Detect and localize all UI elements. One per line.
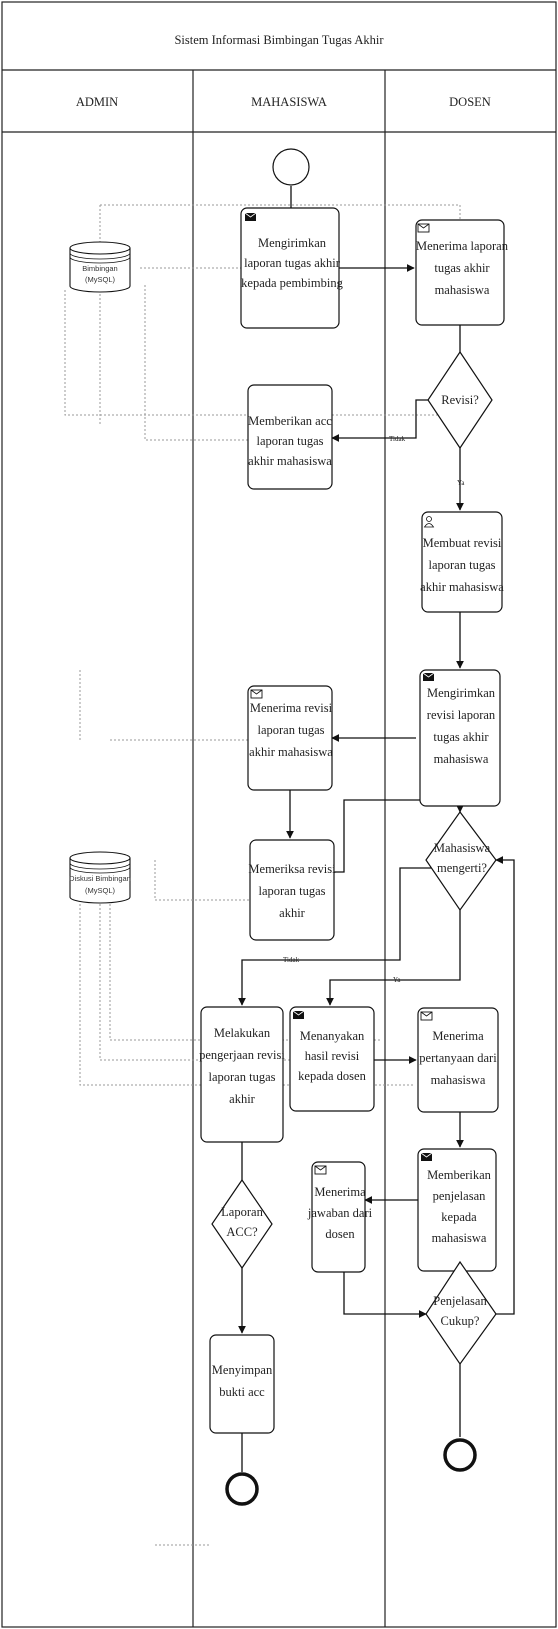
database-diskusi-label-2: (MySQL) xyxy=(85,886,116,895)
task-label-menerima-laporan-line-2: tugas akhir xyxy=(434,261,490,275)
database-diskusi-label-1: Diskusi Bimbingan xyxy=(69,874,131,883)
task-label-melakukan-pengerjaan-line-1: Melakukan xyxy=(214,1026,271,1040)
task-label-mengirimkan-laporan-line-3: kepada pembimbing xyxy=(241,276,343,290)
task-mengirimkan-revisi xyxy=(419,669,501,807)
task-menerima-jawaban xyxy=(311,1161,366,1273)
send-envelope-icon xyxy=(420,1152,433,1161)
task-menerima-laporan xyxy=(415,219,505,326)
task-label-membuat-revisi-line-3: akhir mahasiswa xyxy=(420,580,504,594)
end-event-dosen xyxy=(443,1438,477,1472)
task-label-menanyakan-hasil-line-1: Menanyakan xyxy=(300,1029,365,1043)
edge-label-ya-2: Ya xyxy=(393,976,401,984)
task-label-memberikan-acc-line-3: akhir mahasiswa xyxy=(248,454,332,468)
task-membuat-revisi xyxy=(421,511,503,613)
receive-envelope-icon xyxy=(420,1011,433,1021)
task-label-menerima-revisi-line-2: laporan tugas xyxy=(258,723,325,737)
task-label-memeriksa-revisi-line-3: akhir xyxy=(279,906,306,920)
end-event-mahasiswa xyxy=(225,1472,259,1506)
gateway-laporan-acc xyxy=(211,1178,273,1270)
database-diskusi-bimbingan: Diskusi Bimbingan (MySQL) xyxy=(69,851,131,904)
task-label-menerima-jawaban-line-2: jawaban dari xyxy=(307,1206,373,1220)
task-label-menanyakan-hasil-line-2: hasil revisi xyxy=(305,1049,360,1063)
task-label-menyimpan-bukti-line-1: Menyimpan xyxy=(212,1363,273,1377)
task-label-memeriksa-revisi-line-2: laporan tugas xyxy=(259,884,326,898)
database-bimbingan-label-2: (MySQL) xyxy=(85,275,116,284)
task-label-memberikan-penjelasan-line-4: mahasiswa xyxy=(432,1231,487,1245)
task-label-memeriksa-revisi-line-1: Memeriksa revisi xyxy=(248,862,336,876)
send-envelope-icon xyxy=(244,212,257,221)
task-label-mengirimkan-revisi-line-4: mahasiswa xyxy=(434,752,489,766)
task-icons xyxy=(244,212,435,1175)
edge-label-tidak-2: Tidak xyxy=(283,956,300,964)
task-label-memberikan-penjelasan-line-2: penjelasan xyxy=(433,1189,487,1203)
node-labels: Mengirimkan laporan tugas akhir kepada pem… xyxy=(199,236,509,1399)
task-mengirimkan-laporan xyxy=(240,207,340,329)
gateway-revisi xyxy=(427,350,493,450)
gateway-label-laporan-acc-line-2: ACC? xyxy=(226,1225,258,1239)
task-menanyakan-hasil xyxy=(289,1006,375,1112)
user-icon xyxy=(423,516,435,528)
send-envelope-icon xyxy=(292,1010,305,1019)
task-label-mengirimkan-revisi-line-1: Mengirimkan xyxy=(427,686,496,700)
task-label-memberikan-acc-line-1: Memberikan acc xyxy=(248,414,332,428)
gateway-label-mahasiswa-mengerti-line-2: mengerti? xyxy=(437,861,487,875)
task-label-mengirimkan-laporan-line-1: Mengirimkan xyxy=(258,236,327,250)
edge-label-tidak-1: Tidak xyxy=(389,435,406,443)
task-label-menerima-pertanyaan-line-1: Menerima xyxy=(432,1029,484,1043)
lane-dosen-label: DOSEN xyxy=(449,95,491,109)
task-label-mengirimkan-laporan-line-2: laporan tugas akhir xyxy=(244,256,341,270)
task-label-menerima-jawaban-line-1: Menerima xyxy=(314,1185,366,1199)
task-label-menyimpan-bukti-line-2: bukti acc xyxy=(219,1385,265,1399)
task-label-menerima-pertanyaan-line-3: mahasiswa xyxy=(431,1073,486,1087)
task-menyimpan-bukti xyxy=(209,1334,275,1434)
task-label-menerima-laporan-line-1: Menerima laporan xyxy=(416,239,509,253)
task-label-menanyakan-hasil-line-3: kepada dosen xyxy=(298,1069,366,1083)
lane-mahasiswa-label: MAHASISWA xyxy=(251,95,327,109)
gateway-label-laporan-acc-line-1: Laporan xyxy=(221,1205,263,1219)
task-menerima-pertanyaan xyxy=(417,1007,499,1113)
pool-title: Sistem Informasi Bimbingan Tugas Akhir xyxy=(174,33,384,47)
gateway-label-penjelasan-cukup-line-2: Cukup? xyxy=(441,1314,480,1328)
receive-envelope-icon xyxy=(417,223,430,233)
task-label-menerima-pertanyaan-line-2: pertanyaan dari xyxy=(419,1051,497,1065)
task-memberikan-acc xyxy=(247,384,333,490)
gateways xyxy=(211,350,497,1366)
database-bimbingan: Bimbingan (MySQL) xyxy=(69,241,131,293)
task-label-memberikan-acc-line-2: laporan tugas xyxy=(257,434,324,448)
task-menerima-revisi xyxy=(247,685,333,791)
task-label-mengirimkan-revisi-line-2: revisi laporan xyxy=(427,708,496,722)
task-label-mengirimkan-revisi-line-3: tugas akhir xyxy=(433,730,489,744)
lane-admin-label: ADMIN xyxy=(76,95,118,109)
receive-envelope-icon xyxy=(250,689,263,699)
gateway-label-mahasiswa-mengerti-line-1: Mahasiswa xyxy=(434,841,491,855)
gateway-mahasiswa-mengerti xyxy=(425,810,497,912)
gateway-label-revisi-line-1: Revisi? xyxy=(441,393,479,407)
task-label-menerima-revisi-line-1: Menerima revisi xyxy=(250,701,333,715)
gateway-label-penjelasan-cukup-line-1: Penjelasan xyxy=(433,1294,487,1308)
receive-envelope-icon xyxy=(314,1165,327,1175)
task-label-membuat-revisi-line-1: Membuat revisi xyxy=(423,536,502,550)
task-label-menerima-jawaban-line-3: dosen xyxy=(325,1227,355,1241)
task-memeriksa-revisi xyxy=(249,839,335,941)
edge-label-ya-1: Ya xyxy=(457,479,465,487)
task-label-memberikan-penjelasan-line-3: kepada xyxy=(441,1210,477,1224)
start-event xyxy=(272,148,310,186)
tasks xyxy=(200,207,505,1434)
send-envelope-icon xyxy=(422,672,435,681)
database-bimbingan-label-1: Bimbingan xyxy=(82,264,117,273)
task-label-memberikan-penjelasan-line-1: Memberikan xyxy=(427,1168,492,1182)
gateway-penjelasan-cukup xyxy=(425,1260,497,1366)
task-label-menerima-revisi-line-3: akhir mahasiswa xyxy=(249,745,333,759)
task-melakukan-pengerjaan xyxy=(200,1006,284,1143)
task-label-melakukan-pengerjaan-line-2: pengerjaan revisi xyxy=(199,1048,285,1062)
task-label-melakukan-pengerjaan-line-3: laporan tugas xyxy=(209,1070,276,1084)
task-label-membuat-revisi-line-2: laporan tugas xyxy=(429,558,496,572)
task-label-melakukan-pengerjaan-line-4: akhir xyxy=(229,1092,256,1106)
task-label-menerima-laporan-line-3: mahasiswa xyxy=(435,283,490,297)
